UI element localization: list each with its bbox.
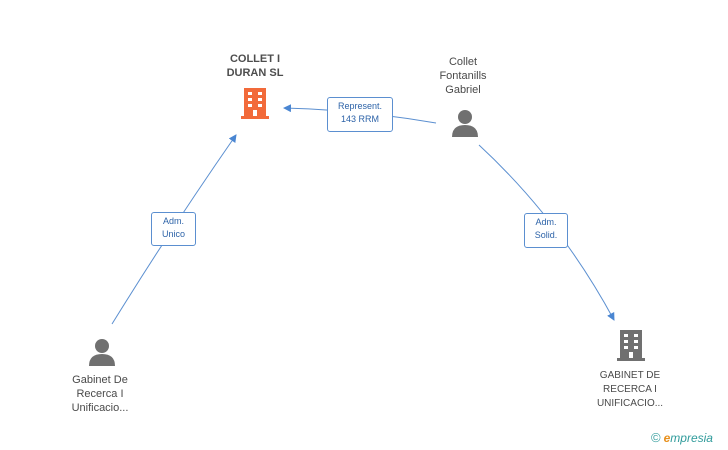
edge-label-adm-solid[interactable]: Adm. Solid. [524,213,568,248]
empresia-watermark[interactable]: ©empresia [651,430,713,445]
brand-logo-text: mpresia [670,431,713,445]
gabinet-company-label[interactable]: GABINET DE RECERCA I UNIFICACIO... [596,370,664,409]
person-icon-gabinet[interactable] [87,337,117,372]
person-gabinet-label[interactable]: Gabinet De Recerca I Unificacio... [71,374,129,414]
copyright-symbol: © [651,430,661,445]
edge-label-represent[interactable]: Represent. 143 RRM [327,97,393,132]
person-collet-label[interactable]: Collet Fontanills Gabriel [439,56,487,96]
building-icon-gabinet-company[interactable] [615,328,647,367]
edge-label-adm-unico[interactable]: Adm. Unico [151,212,196,246]
main-company-label[interactable]: COLLET I DURAN SL [226,53,284,79]
building-icon-main-company[interactable] [239,86,271,125]
person-icon-collet[interactable] [450,108,480,143]
brand-logo-e: e [663,431,671,445]
